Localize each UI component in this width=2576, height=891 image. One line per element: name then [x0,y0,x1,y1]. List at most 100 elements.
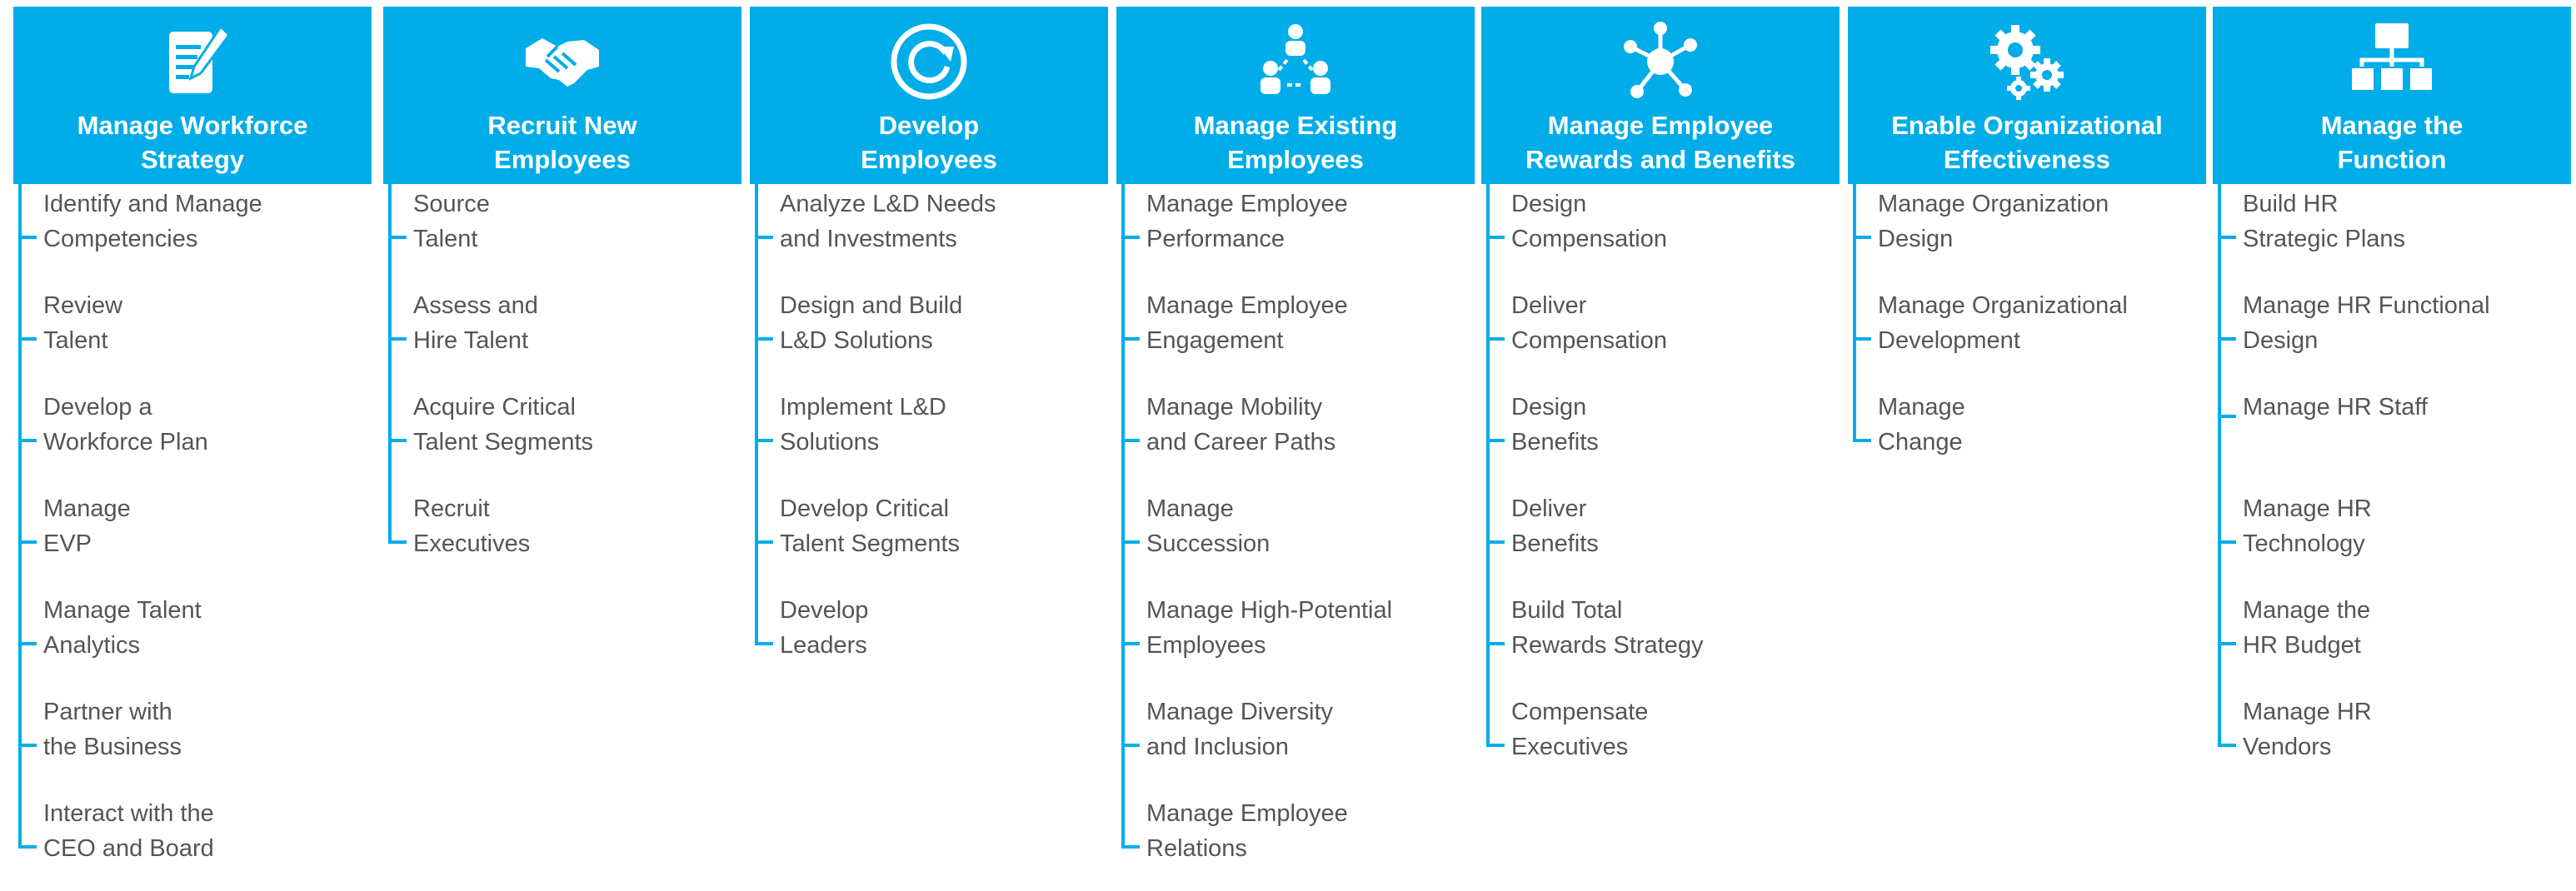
branch-tick [2218,236,2236,239]
branch-tick [18,337,37,341]
list-item-line: Workforce Plan [43,429,208,455]
list-item-line: Talent Segments [780,530,961,557]
list-item-line: HR Budget [2243,632,2361,659]
list-item-line: Manage Employee [1146,191,1348,217]
network-hub-icon [1481,20,1840,103]
column-title-line: Manage the [2320,111,2464,140]
list-item-line: Interact with the [43,800,214,827]
branch-spine [18,184,22,849]
branch-tick [755,439,773,442]
branch-tick [1853,236,1871,239]
list-item-label: Manage HR Staff [2243,390,2428,425]
gears-icon [1848,20,2206,103]
branch-tick [755,642,773,645]
list-item-line: Benefits [1511,429,1599,455]
list-item-line: Design [1878,226,1954,252]
branch-spine [1853,184,1856,442]
list-item-line: Compensation [1511,327,1667,354]
branch-tick [388,439,407,442]
list-item-label: Manage Diversity and Inclusion [1146,694,1333,764]
branch-tick [2218,540,2236,544]
column-title-line: Employees [1227,145,1364,174]
list-item-line: Design [1511,191,1587,217]
list-item-line: Executives [413,530,531,557]
list-item-line: Manage Organizational [1878,292,2128,319]
people-hierarchy-icon [1116,20,1475,103]
list-item-line: Deliver [1511,495,1587,522]
column-title-line: Manage Workforce [77,111,308,140]
list-item-line: Talent [43,327,108,354]
list-item-line: and Inclusion [1146,734,1289,760]
list-item-line: Manage Employee [1146,292,1348,319]
list-item-line: Manage HR Staff [2243,394,2428,421]
list-item-line: Technology [2243,530,2365,557]
branch-tick [1486,744,1505,747]
list-item-line: Talent [413,226,478,252]
list-item-label: Build HR Strategic Plans [2243,187,2405,256]
branch-tick [1486,642,1505,645]
list-item-line: Analyze L&D Needs [780,191,996,217]
branch-tick [1853,439,1871,442]
list-item-line: L&D Solutions [780,327,933,354]
branch-tick [755,337,773,341]
org-chart-icon [2213,20,2571,103]
column-title-line: Recruit New [487,111,637,140]
branch-tick [2218,744,2236,747]
column-title-line: Enable Organizational [1891,111,2163,140]
list-item-line: Strategic Plans [2243,226,2406,252]
list-item-line: Deliver [1511,292,1587,319]
list-item-line: Solutions [780,429,880,455]
list-item-line: Change [1878,429,1963,455]
list-item-line: Manage High-Potential [1146,597,1393,624]
list-item-line: and Career Paths [1146,429,1336,455]
branch-tick [1486,236,1505,239]
list-item-line: Manage Talent [43,597,202,624]
list-item-line: Development [1878,327,2020,354]
list-item-line: Manage Organization [1878,191,2109,217]
branch-tick [1486,337,1505,341]
list-item-line: Manage [1146,495,1234,522]
list-item-line: Analytics [43,632,141,659]
column-title-line: Function [2337,145,2447,174]
column-title-line: Employees [861,145,997,174]
list-item-line: Design [1511,394,1587,421]
cycle-arrows-icon [750,20,1108,103]
list-item-line: Manage Employee [1146,800,1348,827]
list-item-line: Manage Diversity [1146,699,1334,725]
list-item-line: Rewards Strategy [1511,632,1704,659]
branch-tick [1121,337,1140,341]
branch-tick [1121,845,1140,849]
column-title-line: Rewards and Benefits [1525,145,1795,174]
list-item-line: Recruit [413,495,490,522]
branch-tick [2218,337,2236,341]
branch-tick [1853,337,1871,341]
branch-tick [18,540,37,544]
list-item-line: Employees [1146,632,1266,659]
list-item-line: Manage Mobility [1146,394,1323,421]
column-title-line: Manage Existing [1193,111,1398,140]
list-item-line: Build HR [2243,191,2339,217]
